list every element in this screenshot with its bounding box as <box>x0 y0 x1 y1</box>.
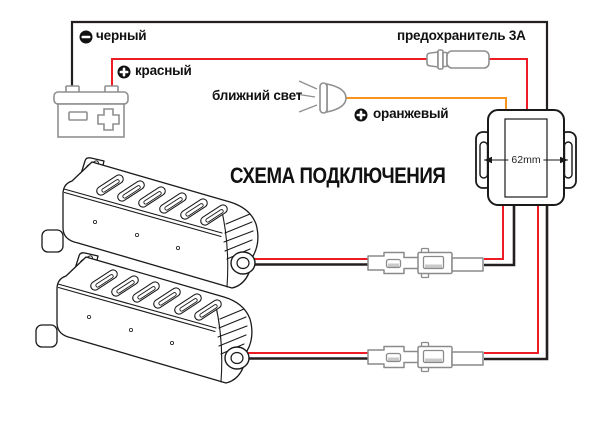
label-fuse: предохранитель 3А <box>397 28 526 43</box>
light-rays <box>295 80 318 113</box>
wires <box>70 20 549 361</box>
label-module-width: 62mm <box>508 154 544 166</box>
connector-pair-1 <box>367 247 484 279</box>
fuse-icon <box>426 49 490 70</box>
orange-trigger-wire <box>345 97 507 112</box>
polarity-icons <box>79 30 368 122</box>
battery-icon <box>53 85 129 138</box>
module-inner-panel <box>504 118 548 198</box>
output2-black-wire <box>484 203 549 361</box>
output2-red-wire <box>484 203 539 354</box>
diagram-title: СХЕМА ПОДКЛЮЧЕНИЯ <box>230 163 446 188</box>
label-orange-wire: оранжевый <box>373 106 449 121</box>
label-low-beam: ближний свет <box>212 88 303 103</box>
label-red-wire: красный <box>135 63 192 78</box>
output1-red-wire <box>484 203 504 260</box>
output1-black-wire <box>484 203 516 267</box>
battery-plus-terminal-mark <box>97 108 120 131</box>
headlight-icon <box>295 80 347 114</box>
connector-pair-2 <box>367 341 484 373</box>
red-positive-wire <box>111 58 528 112</box>
label-black-wire: черный <box>96 28 147 43</box>
battery-minus-terminal-mark <box>68 111 88 121</box>
black-negative-wire <box>70 20 549 112</box>
